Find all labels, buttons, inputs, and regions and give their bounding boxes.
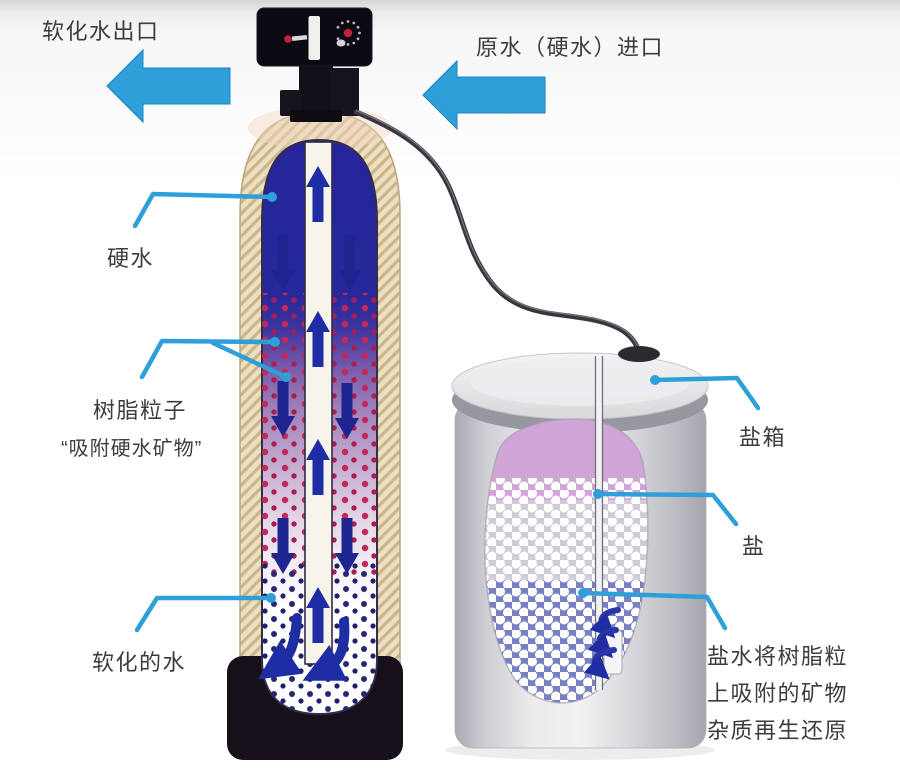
control-valve (256, 7, 373, 122)
lid-fitting (618, 346, 660, 362)
valve-neck (299, 62, 333, 118)
flow-curve-arrow (302, 617, 350, 681)
label-regen-line3: 杂质再生还原 (707, 718, 849, 743)
label-salt-tank: 盐箱 (739, 425, 787, 450)
label-hard-water: 硬水 (107, 246, 155, 271)
valve-timer-dial (336, 20, 361, 47)
label-resin-line1: 树脂粒子 (93, 398, 188, 423)
leader-regen (578, 588, 728, 631)
label-regen: 盐水将树脂粒 上吸附的矿物 杂质再生还原 (707, 638, 848, 749)
leader-hard-water (132, 191, 277, 229)
label-softened-water: 软化的水 (92, 650, 187, 675)
leader-resin (139, 337, 291, 382)
outlet-arrow (106, 48, 231, 124)
label-raw-inlet: 原水（硬水）进口 (476, 35, 665, 60)
valve-right-port (331, 68, 359, 116)
brine-tube (353, 109, 642, 355)
leader-softened-water (134, 593, 276, 633)
label-regen-line1: 盐水将树脂粒 (707, 644, 849, 669)
riser-tube (304, 141, 333, 665)
salt-tank-cutaway (484, 419, 648, 703)
label-softened-outlet: 软化水出口 (42, 19, 160, 44)
valve-left-port (280, 90, 301, 116)
leader-salt-tank (650, 375, 761, 411)
leader-salt (593, 489, 739, 527)
valve-indicator-bar (308, 16, 320, 60)
regen-flow-arrows (583, 607, 621, 680)
resin-tank-dome-tint (248, 106, 392, 150)
valve-status-light (284, 35, 292, 43)
flow-curve-arrow (258, 613, 303, 680)
label-resin-line2: “吸附硬水矿物” (61, 438, 203, 460)
label-salt: 盐 (742, 534, 766, 559)
salt-tank (445, 346, 715, 760)
valve-flange (290, 110, 342, 122)
inlet-arrow (422, 59, 546, 131)
valve-lever (291, 34, 308, 41)
label-regen-line2: 上吸附的矿物 (707, 681, 849, 706)
resin-tank (227, 106, 403, 760)
salt-tank-lid-top (470, 358, 690, 406)
